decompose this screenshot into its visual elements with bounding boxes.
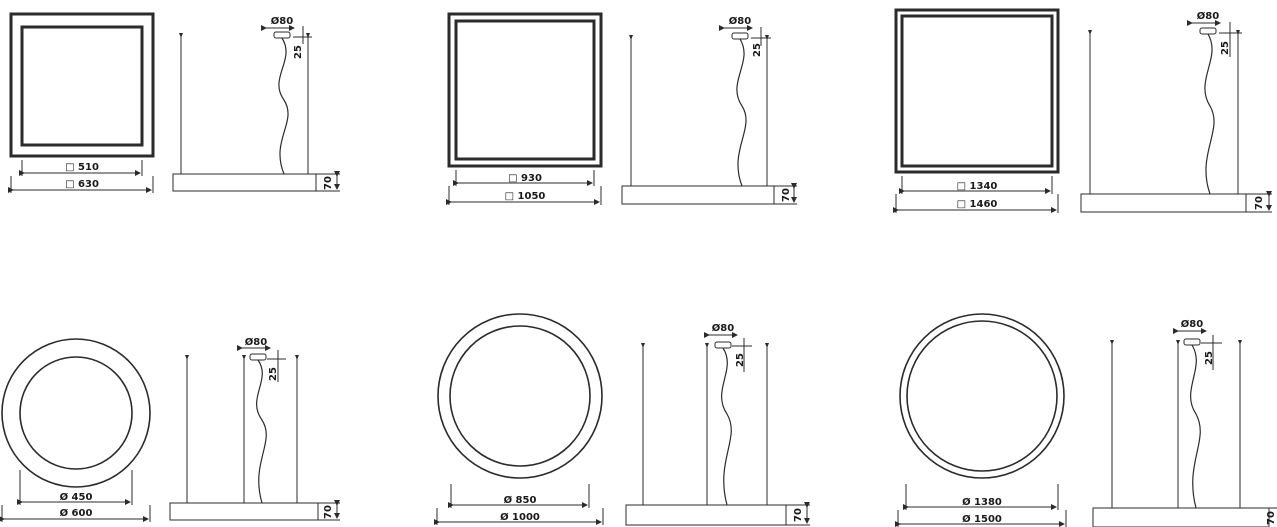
inner-dimension: Ø 850	[448, 484, 590, 508]
height-label: 70	[1266, 511, 1277, 525]
inner-dimension: □ 1340	[899, 176, 1053, 194]
canopy-label: Ø80	[729, 15, 751, 27]
canopy-label: Ø80	[245, 336, 267, 348]
outer-size-label: Ø 600	[60, 507, 93, 519]
inner-dimension: Ø 1380	[903, 484, 1059, 510]
inner-size-label: □ 1340	[957, 181, 998, 192]
outer-dimension: Ø 1000	[434, 508, 604, 525]
outer-size-label: □ 630	[65, 179, 99, 190]
side-view: Ø80 25 70	[1092, 318, 1277, 527]
inner-size-label: □ 510	[65, 162, 99, 173]
canopy-label: Ø80	[712, 322, 734, 334]
top-view	[894, 8, 1060, 174]
drop-label: 25	[268, 367, 279, 381]
height-label: 70	[323, 176, 334, 190]
variant-square-1460: □ 1340 □ 1460 Ø80 25 70	[893, 8, 1272, 213]
outer-size-label: Ø 1000	[500, 511, 540, 523]
top-view	[447, 12, 603, 168]
variant-round-1000: Ø 850 Ø 1000 Ø80 25 70	[434, 313, 810, 526]
drop-label: 25	[1204, 351, 1215, 365]
variant-square-1050: □ 930 □ 1050 Ø80 25 70	[446, 12, 797, 205]
outer-size-label: □ 1050	[505, 191, 546, 202]
drop-label: 25	[1220, 41, 1231, 55]
top-view	[9, 12, 155, 158]
drop-label: 25	[293, 45, 304, 59]
side-view: Ø80 25 70	[1080, 10, 1272, 213]
side-view: Ø80 25 70	[625, 322, 810, 526]
canopy-label: Ø80	[1181, 318, 1203, 330]
outer-dimension: Ø 1500	[895, 510, 1067, 527]
height-label: 70	[323, 505, 334, 519]
variant-round-1500: Ø 1380 Ø 1500 Ø80 25 70	[895, 313, 1277, 527]
top-view	[899, 313, 1065, 479]
top-view	[1, 338, 151, 488]
inner-dimension: □ 930	[453, 170, 595, 186]
outer-dimension: □ 630	[8, 176, 154, 193]
outer-dimension: □ 1460	[893, 194, 1059, 213]
variant-round-600: Ø 450 Ø 600 Ø80 25 70	[0, 336, 340, 522]
outer-dimension: Ø 600	[0, 505, 151, 522]
height-label: 70	[793, 508, 804, 522]
inner-dimension: □ 510	[19, 160, 143, 176]
outer-size-label: □ 1460	[957, 199, 998, 210]
variant-square-630: □ 510 □ 630 Ø80 25 70	[8, 12, 340, 193]
inner-size-label: Ø 850	[504, 494, 537, 506]
side-view: Ø80 25 70	[169, 336, 340, 521]
height-label: 70	[1254, 196, 1265, 210]
inner-size-label: Ø 1380	[962, 496, 1002, 508]
inner-dimension: Ø 450	[17, 470, 133, 505]
height-label: 70	[781, 188, 792, 202]
inner-size-label: □ 930	[508, 173, 542, 184]
drop-label: 25	[735, 353, 746, 367]
side-view: Ø80 25 70	[621, 15, 797, 205]
side-view: Ø80 25 70	[172, 15, 340, 192]
drop-label: 25	[752, 43, 763, 57]
inner-size-label: Ø 450	[60, 491, 93, 503]
canopy-label: Ø80	[271, 15, 293, 27]
outer-dimension: □ 1050	[446, 186, 602, 205]
canopy-label: Ø80	[1197, 10, 1219, 22]
top-view	[437, 313, 603, 479]
outer-size-label: Ø 1500	[962, 513, 1002, 525]
